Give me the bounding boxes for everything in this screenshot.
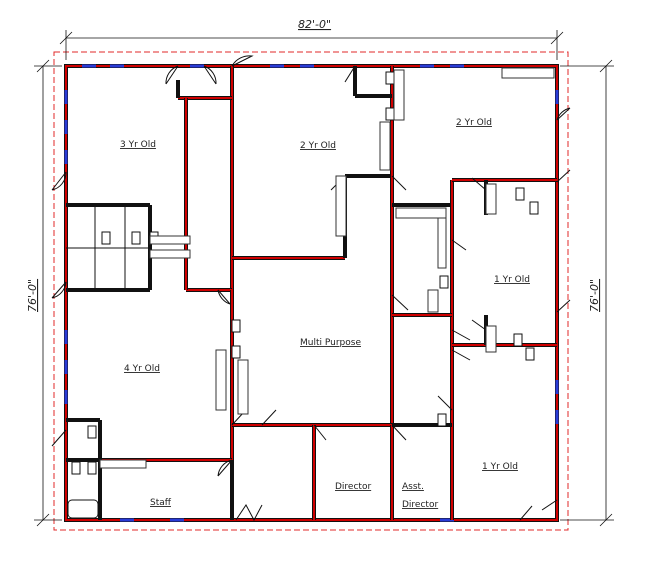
- counter: [501, 67, 555, 79]
- toilet-icon: [513, 333, 523, 347]
- room-label-1yr-lower: 1 Yr Old: [482, 462, 518, 472]
- left-height-label: 76'-0": [26, 279, 39, 312]
- room-label-director: Director: [335, 482, 371, 492]
- property-line: [53, 51, 569, 531]
- room-label-3yr: 3 Yr Old: [120, 140, 156, 150]
- room-label-1yr-upper: 1 Yr Old: [494, 275, 530, 285]
- room-label-2yr-right: 2 Yr Old: [456, 118, 492, 128]
- door-swings: [51, 55, 571, 522]
- right-dimension: [560, 59, 614, 527]
- counter: [437, 217, 447, 269]
- counter: [237, 359, 249, 415]
- windows: [64, 64, 559, 522]
- counter: [427, 289, 439, 313]
- room-label-staff: Staff: [150, 498, 172, 508]
- toilet-icon: [439, 275, 449, 289]
- room-label-asst-director: Director: [402, 500, 438, 510]
- toilet-icon: [87, 425, 97, 439]
- counter: [335, 175, 347, 237]
- counter: [149, 235, 191, 245]
- toilet-icon: [515, 187, 525, 201]
- bathtub-icon: [67, 499, 99, 519]
- right-height-label: 76'-0": [588, 279, 601, 312]
- room-label-2yr-center: 2 Yr Old: [300, 141, 336, 151]
- counter: [485, 325, 497, 353]
- counter: [149, 249, 191, 259]
- top-dimension: [59, 30, 564, 60]
- left-dimension: [34, 59, 62, 527]
- toilet-icon: [231, 345, 241, 359]
- counter: [99, 459, 147, 469]
- toilet-icon: [231, 319, 241, 333]
- counter: [393, 69, 405, 121]
- room-label-multi-purpose: Multi Purpose: [300, 338, 361, 348]
- interior-walls: [66, 66, 557, 520]
- toilet-icon: [385, 71, 395, 85]
- room-label-4yr: 4 Yr Old: [124, 364, 160, 374]
- counter: [215, 349, 227, 411]
- counter: [395, 207, 447, 219]
- toilet-icon: [87, 461, 97, 475]
- counter: [485, 183, 497, 215]
- toilet-icon: [525, 347, 535, 361]
- fixtures: [67, 67, 555, 519]
- width-dimension-label: 82'-0": [298, 18, 331, 31]
- toilet-icon: [101, 231, 111, 245]
- room-label-asst: Asst.: [402, 482, 424, 492]
- counter: [379, 121, 391, 171]
- toilet-icon: [529, 201, 539, 215]
- toilet-icon: [437, 413, 447, 427]
- toilet-icon: [71, 461, 81, 475]
- exterior-walls: [64, 64, 559, 522]
- toilet-icon: [385, 107, 395, 121]
- toilet-icon: [131, 231, 141, 245]
